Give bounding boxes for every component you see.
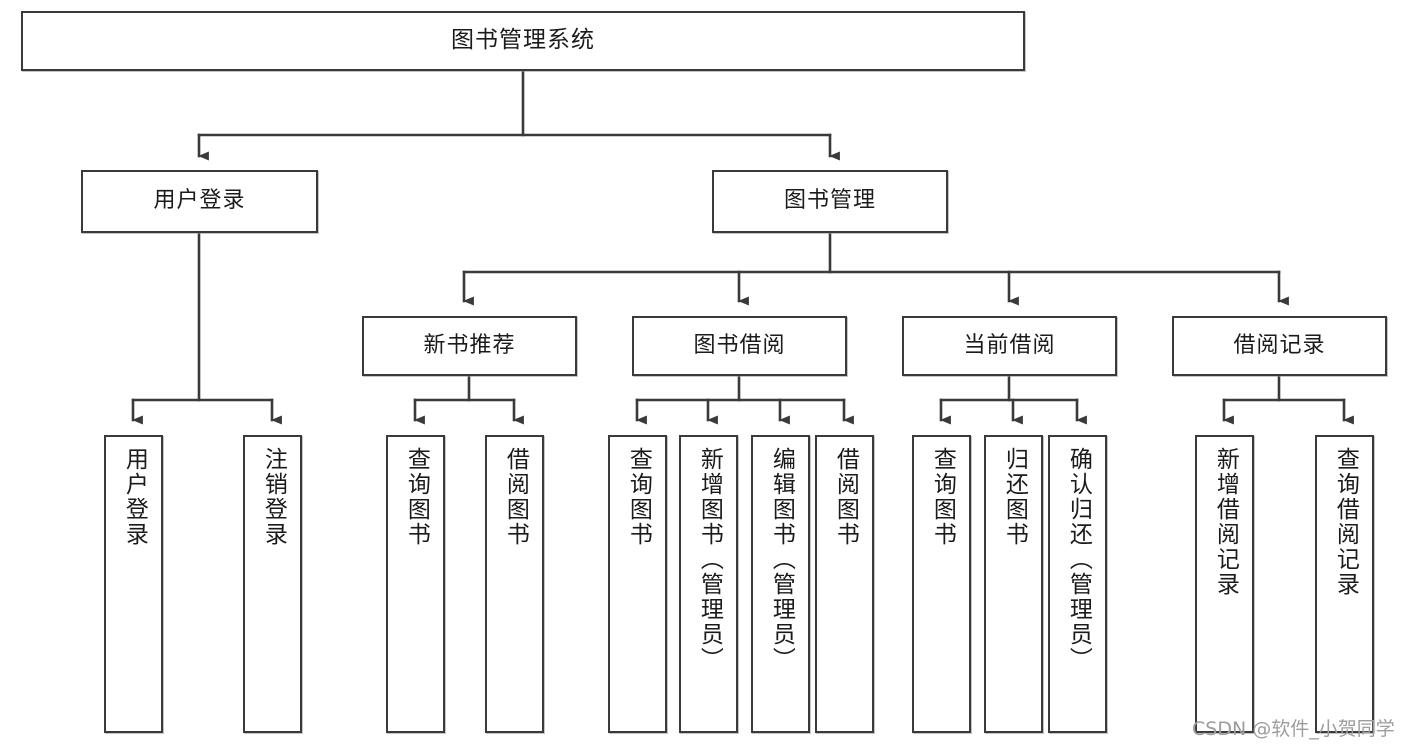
node-label: 查询借阅记录 [1332, 447, 1359, 597]
node-label: 新书推荐 [423, 332, 516, 358]
node-book-borrow[interactable]: 图书借阅 [632, 316, 847, 376]
leaf-user-login-signin[interactable]: 用户登录 [104, 435, 163, 733]
leaf-current-return-book[interactable]: 归还图书 [984, 435, 1043, 733]
node-new-book-recommend[interactable]: 新书推荐 [362, 316, 577, 376]
node-label: 用户登录 [121, 447, 148, 547]
node-label: 借阅图书 [502, 447, 529, 547]
node-label: 查询图书 [403, 447, 430, 547]
leaf-records-add-record[interactable]: 新增借阅记录 [1195, 435, 1254, 733]
leaf-user-login-signout[interactable]: 注销登录 [243, 435, 302, 733]
leaf-borrow-edit-book-admin[interactable]: 编辑图书（管理员） [751, 435, 810, 733]
node-label: 当前借阅 [963, 332, 1056, 358]
node-label: 图书管理 [783, 188, 876, 214]
node-label: 查询图书 [929, 447, 956, 547]
leaf-borrow-add-book-admin[interactable]: 新增图书（管理员） [679, 435, 738, 733]
leaf-borrow-borrow-book[interactable]: 借阅图书 [815, 435, 874, 733]
node-label: 新增借阅记录 [1212, 447, 1239, 597]
node-label: 图书借阅 [693, 332, 786, 358]
node-label: 查询图书 [625, 447, 652, 547]
node-borrow-records[interactable]: 借阅记录 [1172, 316, 1387, 376]
leaf-current-query-book[interactable]: 查询图书 [912, 435, 971, 733]
node-label: 新增图书（管理员） [696, 447, 723, 672]
node-label: 编辑图书（管理员） [768, 447, 795, 672]
node-label: 借阅图书 [832, 447, 859, 547]
leaf-recommend-query-book[interactable]: 查询图书 [386, 435, 445, 733]
node-book-management[interactable]: 图书管理 [712, 170, 948, 233]
leaf-borrow-query-book[interactable]: 查询图书 [608, 435, 667, 733]
csdn-watermark: CSDN @软件_小贺同学 [1192, 718, 1395, 740]
leaf-records-query-record[interactable]: 查询借阅记录 [1315, 435, 1374, 733]
leaf-current-confirm-return-admin[interactable]: 确认归还（管理员） [1048, 435, 1107, 733]
node-label: 用户登录 [153, 188, 246, 214]
leaf-recommend-borrow-book[interactable]: 借阅图书 [485, 435, 544, 733]
node-label: 借阅记录 [1233, 332, 1326, 358]
node-user-login[interactable]: 用户登录 [81, 170, 318, 233]
node-current-borrow[interactable]: 当前借阅 [902, 316, 1117, 376]
node-label: 图书管理系统 [451, 27, 595, 54]
node-label: 归还图书 [1001, 447, 1028, 547]
node-label: 注销登录 [260, 447, 287, 547]
node-root-book-management-system[interactable]: 图书管理系统 [21, 11, 1025, 71]
node-label: 确认归还（管理员） [1065, 447, 1092, 672]
